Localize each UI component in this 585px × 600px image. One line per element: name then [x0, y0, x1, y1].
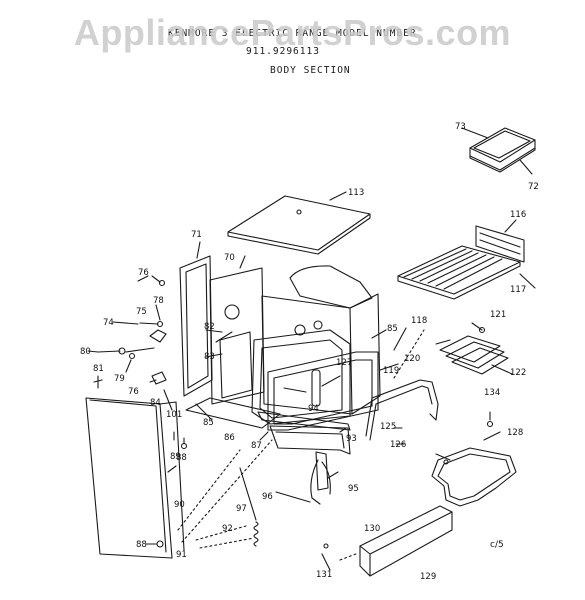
- part-number-71: 71: [191, 230, 202, 240]
- watermark: AppliancePartsPros.com: [73, 12, 512, 53]
- part-number-91: 91: [176, 550, 187, 560]
- part-number-75: 75: [136, 307, 147, 317]
- bracket: [205, 329, 253, 399]
- part-number-74: 74: [103, 318, 114, 328]
- part-number-76: 76: [138, 268, 149, 278]
- part-number-86: 86: [224, 433, 235, 443]
- part-number-89: 89: [170, 452, 181, 462]
- clip: [486, 411, 494, 428]
- part-number-127: 127: [336, 358, 353, 368]
- model-number: 911.9296113: [246, 46, 320, 57]
- part-number-95: 95: [348, 484, 359, 494]
- part-number-90: 90: [174, 500, 185, 510]
- part-number-118: 118: [411, 316, 428, 326]
- bake-element: [435, 326, 513, 375]
- part-number-101: 101: [166, 410, 183, 420]
- part-number-92: 92: [222, 524, 233, 534]
- part-number-134: 134: [484, 388, 501, 398]
- bottom-frame: [167, 397, 351, 473]
- door-gasket: [365, 379, 439, 441]
- part-number-78: 78: [153, 296, 164, 306]
- part-number-84: 84: [150, 398, 161, 408]
- part-number-116: 116: [510, 210, 527, 220]
- part-number-73: 73: [455, 122, 466, 132]
- part-number-113: 113: [348, 188, 365, 198]
- part-number-81: 81: [93, 364, 104, 374]
- broil-element: [431, 431, 517, 507]
- part-number-117: 117: [510, 285, 527, 295]
- part-number-70: 70: [224, 253, 235, 263]
- part-number-85: 85: [203, 418, 214, 428]
- hinge-spring: [253, 521, 259, 547]
- left-side-panel: [179, 241, 213, 397]
- top-panel: [227, 191, 371, 255]
- section-title: BODY SECTION: [270, 65, 351, 76]
- part-number-128: 128: [507, 428, 524, 438]
- leader-lines: [87, 275, 483, 521]
- broiler-pan: [461, 127, 536, 175]
- part-number-83: 83: [204, 352, 215, 362]
- part-number-96: 96: [262, 492, 273, 502]
- part-number-76: 76: [128, 387, 139, 397]
- part-number-126: 126: [390, 440, 407, 450]
- part-number-97: 97: [236, 504, 247, 514]
- part-number-121: 121: [490, 310, 507, 320]
- part-number-93: 93: [346, 434, 357, 444]
- part-number-85: 85: [387, 324, 398, 334]
- part-number-87: 87: [251, 441, 262, 451]
- oven-rack: [397, 219, 536, 300]
- part-number-129: 129: [420, 572, 437, 582]
- door-hinge: [310, 451, 331, 505]
- part-number-122: 122: [510, 368, 527, 378]
- part-number-119: 119: [383, 366, 400, 376]
- part-number-130: 130: [364, 524, 381, 534]
- part-number-88: 88: [176, 453, 187, 463]
- part-number-88: 88: [136, 540, 147, 550]
- part-number-94: 94: [308, 404, 319, 414]
- diagram-title: KENMORE 3 ELECTRIC RANGE MODEL NUMBER: [168, 28, 417, 39]
- part-number-120: 120: [404, 354, 421, 364]
- page-code: c/5: [490, 540, 504, 550]
- oven-cavity: [251, 265, 381, 425]
- part-number-131: 131: [316, 570, 333, 580]
- part-number-80: 80: [80, 347, 91, 357]
- part-number-72: 72: [528, 182, 539, 192]
- assembly-guidelines: [177, 329, 425, 561]
- screw: [145, 540, 164, 548]
- part-number-125: 125: [380, 422, 397, 432]
- back-panel: [209, 255, 265, 405]
- part-number-82: 82: [204, 322, 215, 332]
- oven-door-frame: [267, 351, 379, 431]
- part-number-79: 79: [114, 374, 125, 384]
- drawer-panel: [321, 505, 453, 577]
- hardware-left: [93, 275, 173, 411]
- side-panel: [85, 397, 185, 559]
- door-frame: [269, 425, 351, 455]
